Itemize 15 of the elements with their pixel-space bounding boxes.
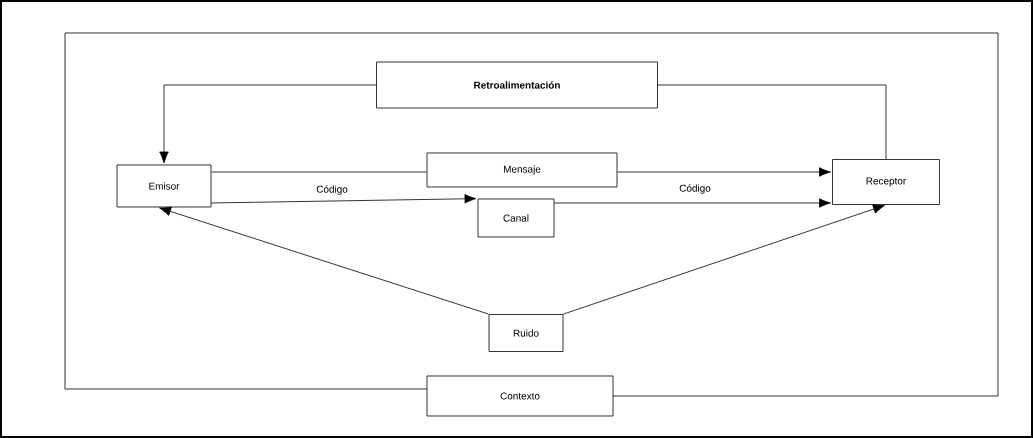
- arrow: [159, 84, 377, 164]
- arrow: [563, 204, 885, 315]
- arrow: [617, 167, 831, 177]
- edge-label: Código: [315, 184, 349, 196]
- process-box: Mensaje: [426, 152, 618, 188]
- feedback-box: Retroalimentación: [376, 61, 658, 109]
- process-box: Receptor: [832, 159, 940, 205]
- process-box: Canal: [477, 198, 555, 238]
- edge-label: Código: [678, 183, 712, 195]
- process-box: Ruido: [488, 314, 564, 352]
- arrow: [211, 194, 477, 204]
- process-box: Emisor: [116, 164, 212, 208]
- context-box: Contexto: [426, 375, 614, 417]
- arrow: [159, 206, 489, 315]
- arrow: [554, 198, 831, 208]
